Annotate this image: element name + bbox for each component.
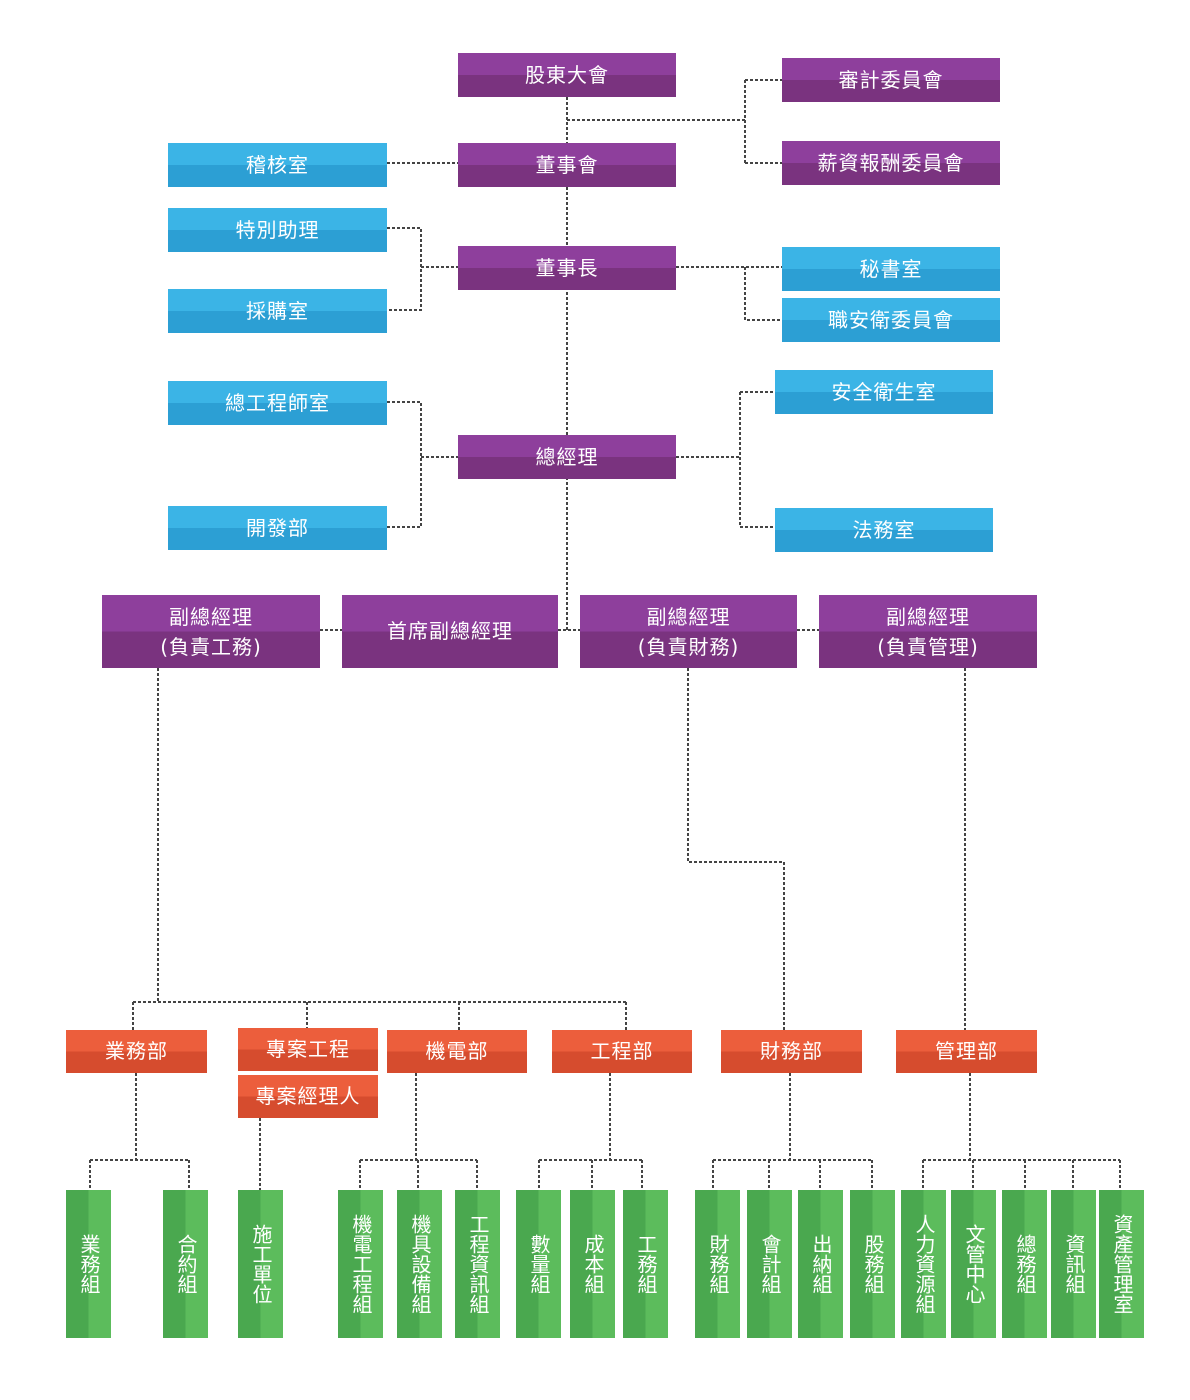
vp-management-title: 副總經理	[886, 604, 970, 629]
development-box: 開發部	[168, 506, 387, 550]
special-assistant-box: 特別助理	[168, 208, 387, 252]
cost-group-label: 成本組	[581, 1234, 605, 1294]
construction-unit-box: 施工單位	[238, 1190, 283, 1338]
mechanical-electrical-dept-box: 機電部	[387, 1030, 527, 1073]
hr-group-box: 人力資源組	[901, 1190, 946, 1338]
vp-engineering-scope: (負責工務)	[160, 634, 262, 659]
board-box: 董事會	[458, 143, 676, 187]
construction-unit-label: 施工單位	[249, 1224, 273, 1304]
chief-engineer-box: 總工程師室	[168, 381, 387, 425]
finance-group-label: 財務組	[706, 1234, 730, 1294]
document-center-box: 文管中心	[951, 1190, 996, 1338]
business-group-box: 業務組	[66, 1190, 111, 1338]
shareholders-meeting-box: 股東大會	[458, 53, 676, 97]
cashier-group-box: 出納組	[798, 1190, 843, 1338]
quantity-group-label: 數量組	[527, 1234, 551, 1294]
procurement-box: 採購室	[168, 289, 387, 333]
it-group-label: 資訊組	[1062, 1234, 1086, 1294]
legal-box: 法務室	[775, 508, 993, 552]
stock-group-box: 股務組	[850, 1190, 895, 1338]
asset-management-label: 資產管理室	[1110, 1214, 1134, 1314]
audit-committee-box: 審計委員會	[782, 58, 1000, 102]
contract-group-box: 合約組	[163, 1190, 208, 1338]
asset-management-box: 資產管理室	[1099, 1190, 1144, 1338]
chairman-box: 董事長	[458, 246, 676, 290]
quantity-group-box: 數量組	[516, 1190, 561, 1338]
executive-vp-box: 首席副總經理	[342, 595, 558, 668]
vp-management-scope: (負責管理)	[877, 634, 979, 659]
compensation-committee-box: 薪資報酬委員會	[782, 141, 1000, 185]
business-group-label: 業務組	[77, 1234, 101, 1294]
equipment-group-label: 機具設備組	[408, 1214, 432, 1314]
accounting-group-box: 會計組	[747, 1190, 792, 1338]
safety-health-box: 安全衛生室	[775, 370, 993, 414]
internal-audit-box: 稽核室	[168, 143, 387, 187]
contract-group-label: 合約組	[174, 1234, 198, 1294]
general-affairs-group-label: 總務組	[1013, 1234, 1037, 1294]
cost-group-box: 成本組	[570, 1190, 615, 1338]
works-group-label: 工務組	[634, 1234, 658, 1294]
management-dept-box: 管理部	[896, 1030, 1037, 1073]
vp-finance-title: 副總經理	[646, 604, 731, 629]
engineering-info-group-box: 工程資訊組	[455, 1190, 500, 1338]
me-engineering-group-label: 機電工程組	[349, 1214, 373, 1314]
stock-group-label: 股務組	[861, 1234, 885, 1294]
document-center-label: 文管中心	[962, 1224, 986, 1304]
vp-finance-scope: (負責財務)	[637, 634, 740, 659]
engineering-dept-box: 工程部	[552, 1030, 692, 1073]
project-manager-box: 專案經理人	[238, 1075, 378, 1118]
it-group-box: 資訊組	[1051, 1190, 1096, 1338]
general-affairs-group-box: 總務組	[1002, 1190, 1047, 1338]
vp-finance-box: 副總經理 (負責財務)	[580, 595, 797, 668]
engineering-info-group-label: 工程資訊組	[466, 1214, 490, 1314]
works-group-box: 工務組	[623, 1190, 668, 1338]
vp-engineering-box: 副總經理 (負責工務)	[102, 595, 320, 668]
safety-committee-box: 職安衛委員會	[782, 298, 1000, 342]
vp-engineering-title: 副總經理	[169, 604, 253, 629]
accounting-group-label: 會計組	[758, 1234, 782, 1294]
business-dept-box: 業務部	[66, 1030, 207, 1073]
project-engineering-box: 專案工程	[238, 1028, 378, 1071]
secretariat-box: 秘書室	[782, 247, 1000, 291]
equipment-group-box: 機具設備組	[397, 1190, 442, 1338]
general-manager-box: 總經理	[458, 435, 676, 479]
hr-group-label: 人力資源組	[912, 1214, 936, 1314]
cashier-group-label: 出納組	[809, 1234, 833, 1294]
finance-group-box: 財務組	[695, 1190, 740, 1338]
me-engineering-group-box: 機電工程組	[338, 1190, 383, 1338]
vp-management-box: 副總經理 (負責管理)	[819, 595, 1037, 668]
finance-dept-box: 財務部	[721, 1030, 862, 1073]
